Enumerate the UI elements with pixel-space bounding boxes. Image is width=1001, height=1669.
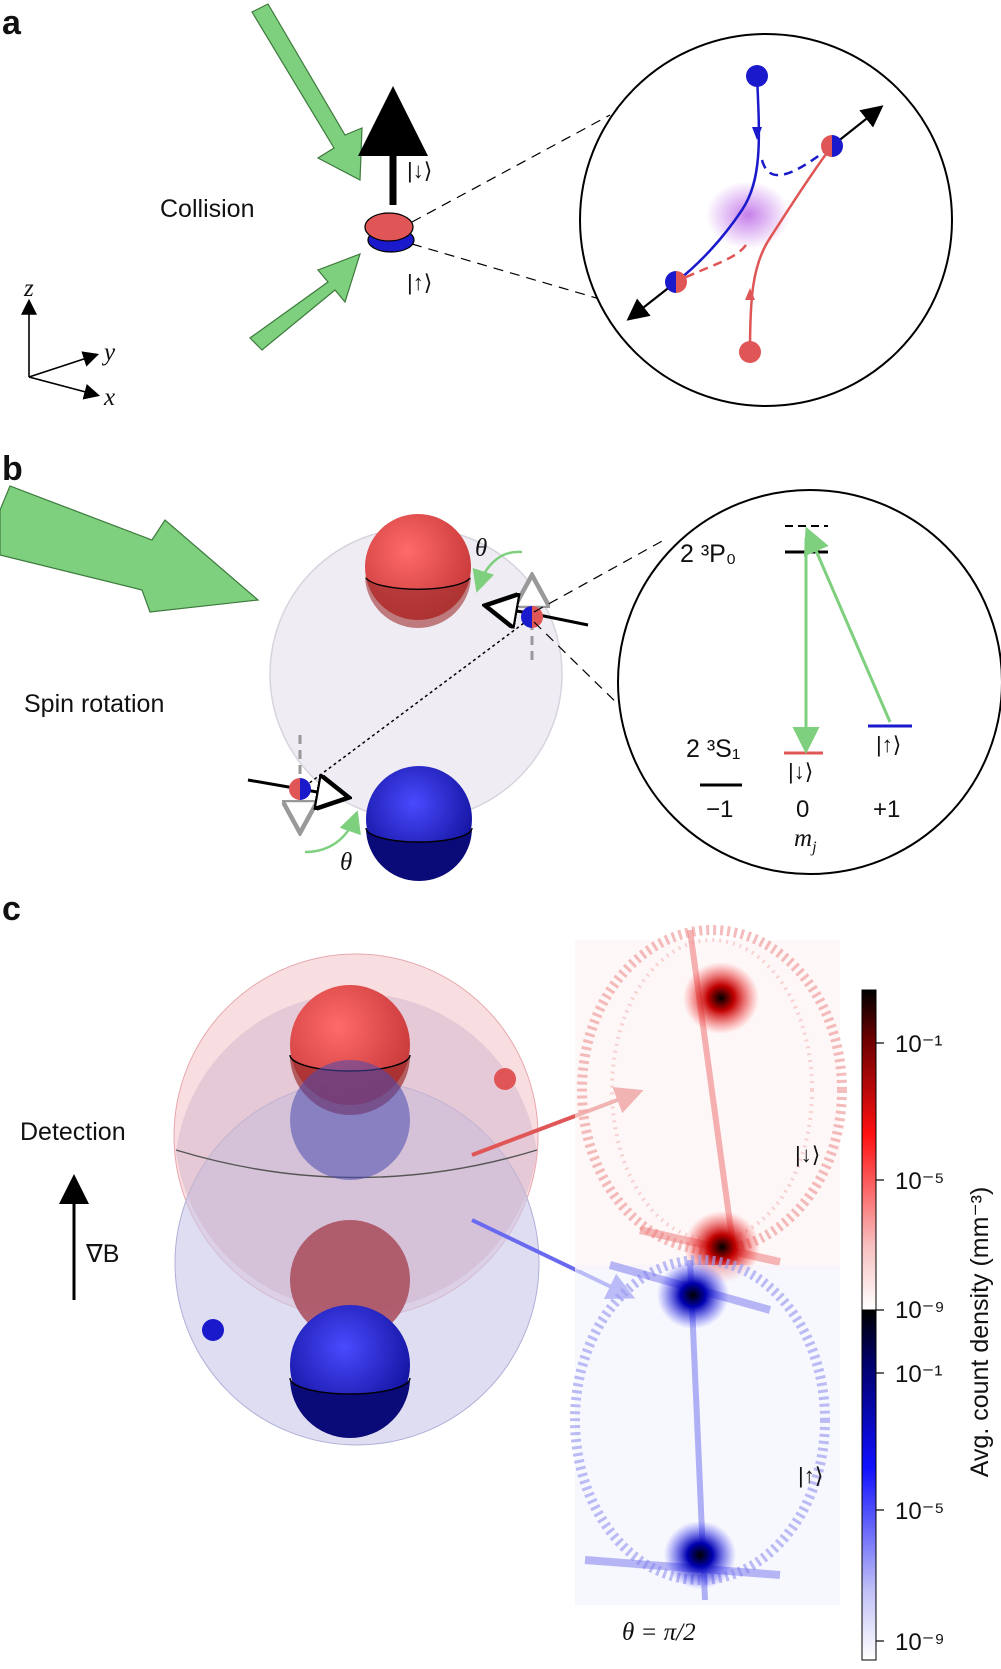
density-image-red: [575, 925, 847, 1283]
coordinate-axes: z y x: [21, 275, 116, 411]
transition-diagonal: [803, 526, 892, 723]
panel-letter-b: b: [2, 450, 23, 488]
cb-red-tick-1: 10⁻¹: [895, 1031, 942, 1058]
theta-lower: θ: [340, 849, 352, 876]
cloud-blue-bottom: [365, 766, 473, 881]
panel-letter-a: a: [2, 4, 22, 42]
label-spin-rotation: Spin rotation: [24, 690, 164, 718]
atom-mixed-right: [821, 135, 843, 157]
colorbar-blue: [861, 1309, 877, 1661]
label-collision: Collision: [160, 195, 254, 223]
atom-red-incoming: [739, 341, 761, 363]
label-3P0: 2 ³P₀: [680, 540, 736, 568]
density-image-blue: [570, 1255, 840, 1605]
trajectory-red-in: [748, 145, 833, 353]
label-detection: Detection: [20, 1118, 126, 1146]
ket-up-a: |↑⟩: [407, 270, 432, 295]
zoom-line-top: [411, 114, 611, 223]
ket-up-b: |↑⟩: [876, 732, 901, 757]
laser-beam-lower: [249, 252, 361, 351]
mj-axis-label-m: m: [794, 825, 812, 852]
zoom-line-b-bottom: [533, 621, 627, 713]
colorbar-red: [861, 989, 877, 1311]
mj-plus1: +1: [873, 796, 900, 823]
cb-red-tick-2: 10⁻⁵: [895, 1168, 944, 1195]
cb-blue-tick-3: 10⁻⁹: [895, 1629, 945, 1656]
colorbar-label: Avg. count density (mm⁻³): [966, 1187, 994, 1478]
trajectory-blue-arrowhead: [752, 127, 762, 140]
panel-b: Spin rotation θ: [0, 485, 1001, 881]
colorbar: 10⁻¹ 10⁻⁵ 10⁻⁹ 10⁻¹ 10⁻⁵ 10⁻⁹ Avg. count…: [861, 989, 994, 1661]
rotation-arrow-upper: [472, 550, 523, 593]
ket-down-b: |↓⟩: [788, 759, 813, 784]
laser-beam-upper: [251, 3, 363, 181]
mj-minus1: −1: [706, 796, 733, 823]
cloud-red-top: [365, 514, 471, 628]
cb-blue-tick-1: 10⁻¹: [895, 1361, 942, 1388]
atom-red-marker: [494, 1068, 516, 1090]
laser-beam-rotation: [0, 485, 260, 613]
label-gradient: ∇B: [85, 1240, 119, 1268]
theta-caption: θ = π/2: [622, 1619, 696, 1646]
rotation-arrow-lower: [304, 810, 361, 854]
zoom-circle-b: [617, 489, 1001, 875]
spin-atom-lower: [289, 778, 311, 800]
energy-level-diagram: 2 ³P₀ 2 ³S₁ |↓⟩ |↑⟩ −1 0 +1 mj: [680, 525, 912, 856]
cloud-red-lower-c: [290, 1220, 410, 1340]
panel-letter-c: c: [2, 890, 21, 928]
axis-label-z: z: [23, 275, 34, 302]
zoom-line-b-top: [533, 539, 665, 613]
cb-blue-tick-2: 10⁻⁵: [895, 1498, 944, 1525]
atom-blue-marker: [202, 1319, 224, 1341]
panel-c: Detection ∇B: [20, 925, 994, 1661]
trajectory-red-arrowhead: [745, 288, 755, 300]
atom-blue-incoming: [746, 65, 768, 87]
cb-red-tick-3: 10⁻⁹: [895, 1297, 945, 1324]
cloud-blue-upper-c: [290, 1060, 410, 1180]
spin-axis-upper: [533, 612, 589, 627]
collision-detail: [626, 65, 884, 363]
ket-up-c: |↑⟩: [798, 1463, 823, 1488]
ket-down-a: |↓⟩: [407, 158, 432, 183]
atom-mixed-left: [665, 271, 687, 293]
zoom-line-bottom: [411, 243, 611, 303]
bloch-diagonal: [299, 616, 533, 791]
panel-a: |↓⟩ |↑⟩ Collision: [21, 3, 953, 411]
mj-axis-label-j: j: [810, 839, 817, 856]
label-3S1: 2 ³S₁: [686, 735, 740, 763]
mj-zero: 0: [796, 796, 809, 823]
cloud-blue-bottom-c: [289, 1305, 411, 1438]
ket-down-c: |↓⟩: [795, 1142, 820, 1167]
trajectory-red-out: [675, 244, 748, 284]
axis-label-y: y: [101, 339, 116, 366]
axis-label-x: x: [103, 384, 115, 411]
trajectory-blue-out: [760, 144, 833, 177]
trajectory-blue-in: [675, 75, 761, 283]
atom-cloud-down: [364, 212, 414, 242]
collision-glow: [706, 181, 790, 249]
theta-upper: θ: [475, 535, 487, 562]
mj-axis-label: mj: [794, 825, 817, 856]
